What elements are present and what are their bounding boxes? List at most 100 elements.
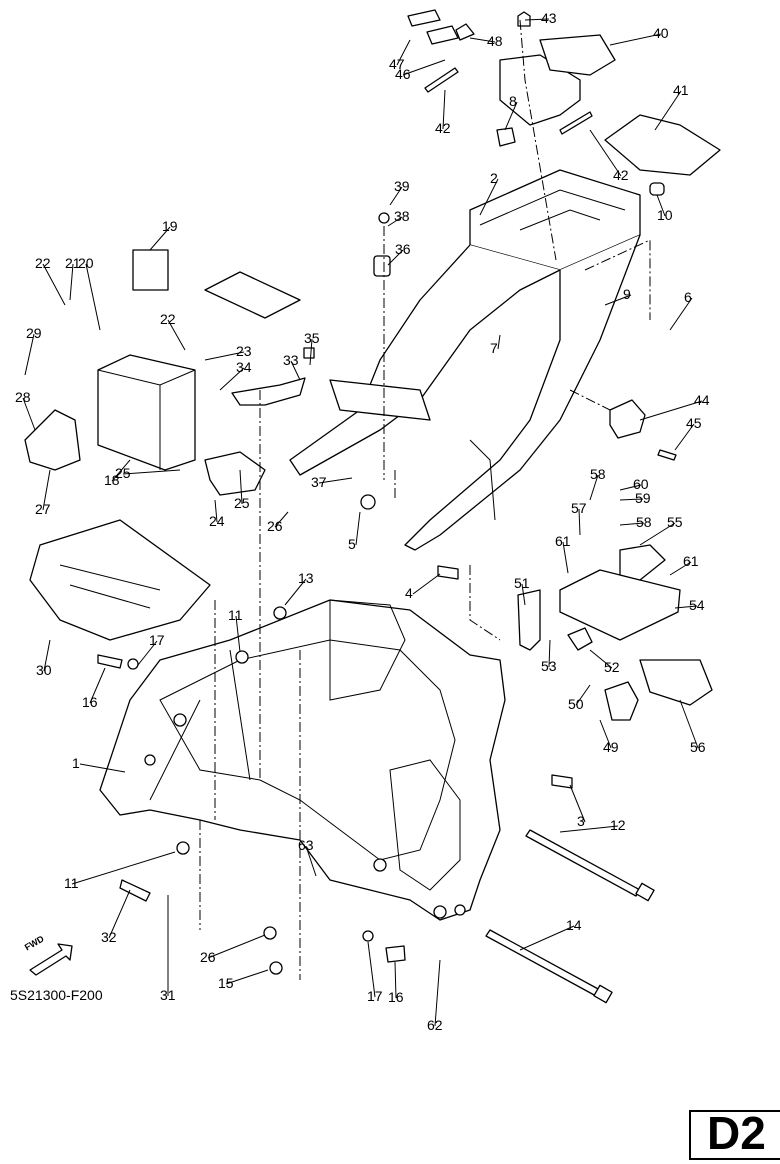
leader-line	[274, 511, 289, 528]
callout-25: 25	[115, 465, 131, 481]
leader-line	[122, 469, 181, 475]
leader-line	[24, 333, 35, 376]
callout-50: 50	[568, 696, 584, 712]
callout-21: 21	[65, 255, 81, 271]
reference-code: 5S21300-F200	[10, 987, 103, 1003]
leader-line	[367, 941, 376, 998]
callout-8: 8	[509, 93, 517, 109]
battery-box-group	[24, 249, 315, 496]
callout-12: 12	[610, 817, 626, 833]
callout-56: 56	[690, 739, 706, 755]
leader-line	[589, 649, 613, 669]
leader-line	[85, 263, 101, 331]
leader-line	[569, 784, 586, 823]
callout-48: 48	[487, 33, 503, 49]
callout-59: 59	[635, 490, 651, 506]
leader-line	[619, 498, 644, 501]
callout-62: 62	[427, 1017, 443, 1033]
leader-line	[137, 640, 158, 666]
assembly-lines	[199, 19, 651, 980]
leader-line	[111, 459, 131, 482]
callout-13: 13	[298, 570, 314, 586]
callout-33: 33	[283, 352, 299, 368]
callout-52: 52	[604, 659, 620, 675]
leader-line	[669, 561, 692, 576]
leader-line	[654, 90, 682, 131]
callout-36: 36	[395, 241, 411, 257]
leader-line	[387, 249, 404, 266]
leader-line	[562, 541, 569, 574]
leader-line	[434, 959, 441, 1027]
page-label-box: D2	[689, 1107, 780, 1160]
leader-line	[387, 216, 403, 227]
callout-22: 22	[35, 255, 51, 271]
undertray	[29, 519, 211, 641]
rear-subframe	[289, 169, 641, 551]
callout-45: 45	[686, 415, 702, 431]
leader-line	[589, 129, 622, 177]
leader-line	[207, 934, 266, 959]
callout-10: 10	[657, 207, 673, 223]
callout-44: 44	[694, 392, 710, 408]
callout-14: 14	[566, 917, 582, 933]
callout-58: 58	[590, 466, 606, 482]
leader-line	[305, 845, 317, 877]
leader-line	[204, 351, 245, 361]
callout-58: 58	[636, 514, 652, 530]
callout-2: 2	[490, 170, 498, 186]
leader-line	[235, 615, 241, 653]
callout-7: 7	[490, 340, 498, 356]
leader-line	[394, 961, 397, 999]
callout-37: 37	[311, 474, 327, 490]
callout-6: 6	[684, 289, 692, 305]
callout-20: 20	[78, 255, 94, 271]
leader-line	[548, 639, 551, 668]
leader-line	[656, 194, 666, 217]
leader-line	[396, 39, 411, 66]
leader-line	[79, 763, 126, 773]
callout-41: 41	[673, 82, 689, 98]
callout-46: 46	[395, 66, 411, 82]
callout-18: 18	[104, 472, 120, 488]
callout-60: 60	[633, 476, 649, 492]
leader-line	[599, 719, 612, 749]
leader-line	[42, 263, 66, 306]
callout-27: 27	[35, 501, 51, 517]
leader-line	[43, 639, 51, 672]
leader-line	[442, 89, 446, 130]
leader-line	[239, 469, 243, 505]
callout-11: 11	[64, 875, 79, 891]
leader-line	[318, 477, 353, 484]
callout-31: 31	[160, 987, 176, 1003]
callout-47: 47	[389, 56, 405, 72]
callout-38: 38	[394, 208, 410, 224]
callout-43: 43	[541, 10, 557, 26]
callout-1: 1	[72, 755, 80, 771]
callout-16: 16	[388, 989, 404, 1005]
leader-line	[609, 33, 662, 46]
callout-layer: 1234567891011111213141516161717181920212…	[15, 10, 710, 1033]
leader-line	[42, 469, 51, 511]
callout-29: 29	[26, 325, 42, 341]
callout-39: 39	[394, 178, 410, 194]
leader-line	[309, 338, 313, 366]
leader-line	[69, 263, 74, 301]
leader-line	[89, 667, 106, 704]
leader-line	[639, 400, 703, 421]
callout-30: 30	[36, 662, 52, 678]
leader-line	[284, 578, 307, 606]
leader-line	[669, 297, 693, 331]
callout-26: 26	[267, 518, 283, 534]
callout-57: 57	[571, 500, 587, 516]
bolts	[97, 212, 655, 1004]
leader-line	[578, 508, 581, 536]
fwd-arrow-icon	[29, 943, 73, 976]
callout-16: 16	[82, 694, 98, 710]
leader-line	[214, 499, 218, 523]
callout-54: 54	[689, 597, 705, 613]
callout-25: 25	[234, 495, 250, 511]
leader-line	[225, 969, 269, 985]
leader-line	[402, 59, 446, 76]
leader-line	[412, 573, 441, 595]
callout-28: 28	[15, 389, 31, 405]
